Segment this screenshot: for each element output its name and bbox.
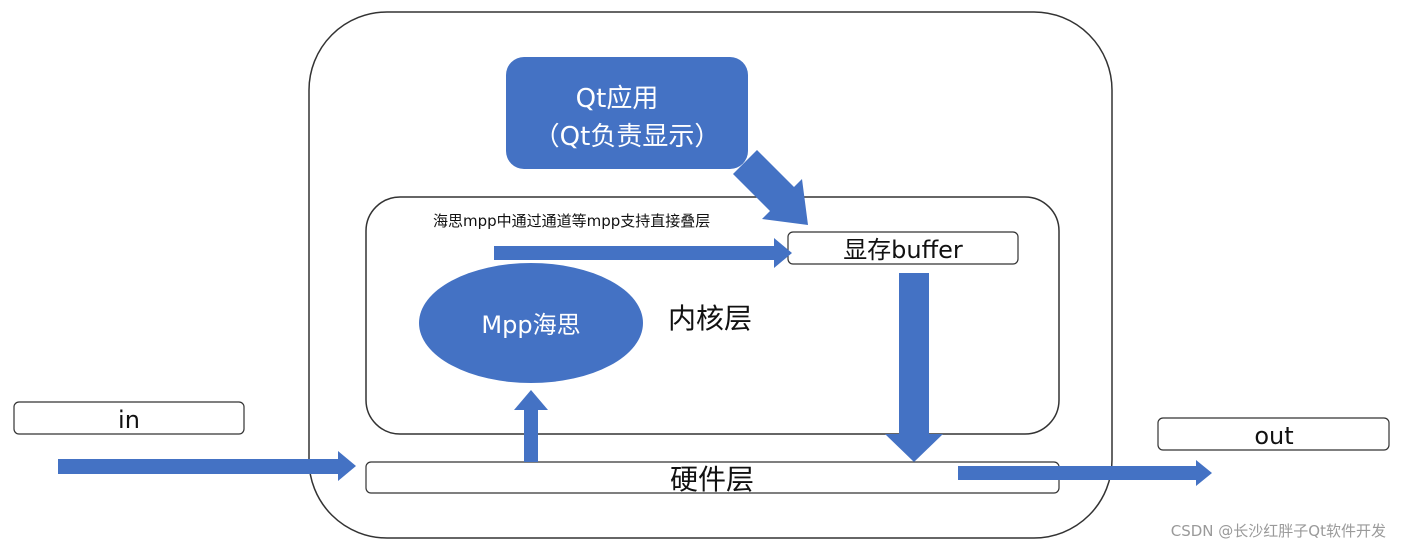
- arrow-mpp-to-framebuffer: [494, 238, 792, 268]
- mpp-hisi-ellipse: [419, 263, 643, 383]
- arrow-framebuffer-to-hardware: [885, 273, 943, 462]
- arrow-qt-to-framebuffer: [733, 150, 808, 225]
- kernel-layer-container: [365, 196, 1060, 435]
- framebuffer-label: 显存buffer: [843, 236, 963, 264]
- input-label: in: [118, 406, 140, 434]
- arrow-hardware-to-output: [958, 460, 1212, 486]
- input-box: [13, 401, 245, 435]
- qt-app-label: Qt应用: [576, 84, 659, 114]
- watermark-text: CSDN @长沙红胖子Qt软件开发: [1171, 522, 1386, 540]
- arrow-input-to-hardware: [58, 451, 356, 481]
- kernel-layer-label: 内核层: [668, 302, 752, 335]
- output-box: [1157, 417, 1390, 451]
- qt-app-box: [506, 57, 748, 169]
- device-container: [308, 11, 1113, 539]
- qt-app-sublabel: （Qt负责显示）: [534, 122, 721, 152]
- framebuffer-box: [787, 231, 1019, 265]
- hardware-layer-label: 硬件层: [670, 463, 754, 496]
- mpp-overlay-note: 海思mpp中通过通道等mpp支持直接叠层: [433, 212, 710, 230]
- mpp-hisi-label: Mpp海思: [481, 311, 580, 339]
- arrow-hardware-to-mpp: [514, 390, 548, 462]
- output-label: out: [1254, 422, 1293, 450]
